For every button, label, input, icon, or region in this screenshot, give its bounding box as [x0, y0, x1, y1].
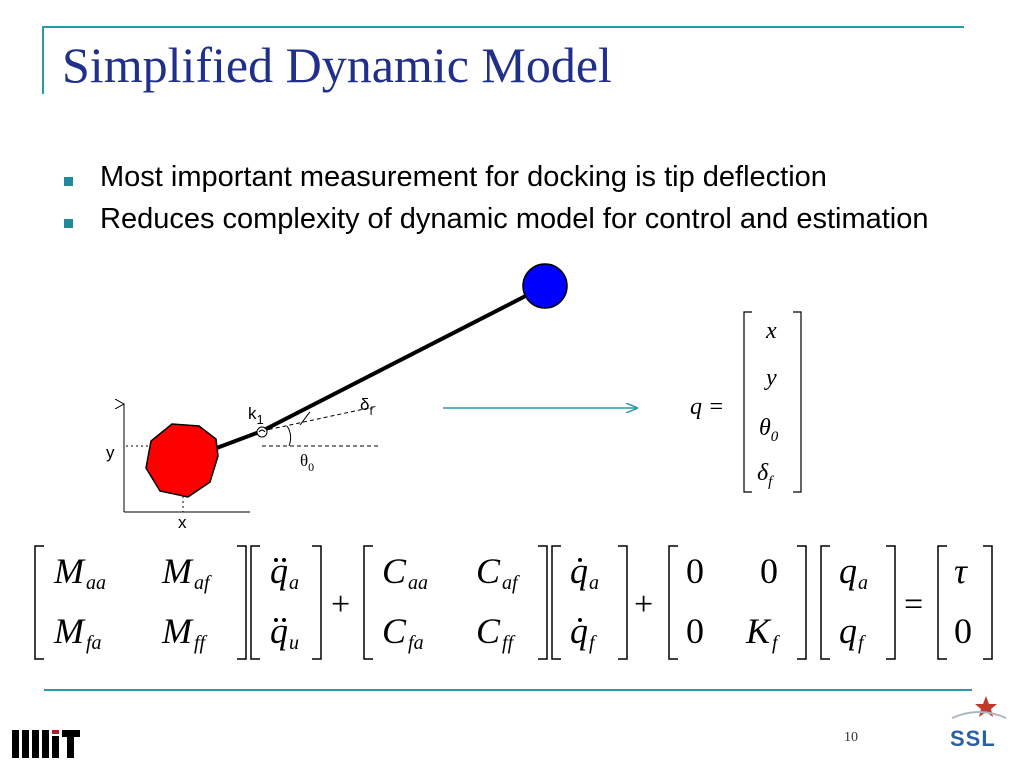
state-vector-lhs: q =	[690, 394, 724, 420]
slide-title: Simplified Dynamic Model	[62, 37, 612, 93]
delta-angle-arc	[299, 411, 311, 426]
rhs-entry: 0	[954, 611, 972, 651]
arm-base-link	[213, 429, 263, 451]
damp-bracket-right	[538, 545, 548, 660]
bullet-item: Reduces complexity of dynamic model for …	[62, 202, 962, 237]
vel-entry: qa	[570, 551, 599, 594]
accel-entry: qa	[270, 551, 299, 594]
frame-top-rule	[42, 26, 964, 28]
tip-mass-circle	[522, 263, 568, 309]
arm-diagram: y x k1 δf θ0	[106, 263, 568, 532]
ssl-logo-icon	[951, 696, 1007, 719]
bullet-item: Most important measurement for docking i…	[62, 160, 962, 195]
accel-entry: qu	[270, 611, 299, 654]
rhs-entry: τ	[954, 551, 968, 591]
pos-entry: qa	[839, 551, 868, 594]
hub-octagon	[145, 423, 219, 498]
bullet-text: Most important measurement for docking i…	[100, 161, 827, 193]
stiff-entry: 0	[686, 611, 704, 651]
plus-sign: +	[331, 586, 350, 623]
stiff-bracket-right	[797, 545, 807, 660]
stiff-entry: 0	[686, 551, 704, 591]
vel-bracket-right	[618, 545, 628, 660]
plus-sign: +	[634, 586, 653, 623]
vel-entry: qf	[570, 611, 597, 654]
state-bracket-right	[793, 311, 802, 493]
pos-bracket-right	[886, 545, 896, 660]
dot-mark	[578, 558, 582, 562]
double-dot-mark	[274, 618, 278, 622]
mass-bracket-left	[34, 545, 44, 660]
spring-coil	[258, 429, 266, 433]
stiff-bracket-left	[668, 545, 678, 660]
theta0-label: θ0	[300, 451, 314, 474]
state-vector: q = x y θ0 δf	[690, 311, 802, 493]
bullet-square-icon	[64, 177, 73, 186]
pos-bracket-left	[820, 545, 830, 660]
equals-sign: =	[904, 586, 923, 623]
double-dot-mark	[274, 558, 278, 562]
state-bracket-left	[743, 311, 752, 493]
delta-f-label: δf	[360, 395, 373, 418]
y-label: y	[106, 443, 115, 462]
stiff-entry: 0	[760, 551, 778, 591]
k1-label: k1	[248, 404, 264, 427]
pos-entry: qf	[839, 611, 866, 654]
ssl-logo-text: SSL	[950, 726, 996, 751]
mass-bracket-right	[237, 545, 247, 660]
bullet-text: Reduces complexity of dynamic model for …	[100, 203, 929, 236]
page-number: 10	[844, 730, 858, 745]
state-entry: x	[765, 318, 777, 344]
bullet-list: Most important measurement for docking i…	[62, 160, 962, 245]
rhs-bracket-left	[937, 545, 947, 660]
frame-left-rule	[42, 26, 44, 94]
damp-bracket-left	[363, 545, 373, 660]
state-entry: θ0	[759, 415, 779, 445]
delta-reference-line	[261, 405, 379, 432]
dot-mark	[578, 618, 582, 622]
x-label: x	[178, 513, 187, 532]
spring-joint-icon	[256, 426, 268, 438]
accel-bracket-left	[250, 545, 260, 660]
mit-logo-icon	[12, 730, 80, 758]
vel-bracket-left	[551, 545, 561, 660]
accel-bracket-right	[312, 545, 322, 660]
flexible-arm	[261, 284, 546, 433]
theta-angle-arc	[286, 425, 292, 447]
bullet-square-icon	[64, 219, 73, 229]
rhs-bracket-right	[983, 545, 993, 660]
state-entry: δf	[757, 460, 774, 490]
state-entry: y	[764, 365, 777, 391]
double-dot-mark	[282, 618, 286, 622]
double-dot-mark	[282, 558, 286, 562]
